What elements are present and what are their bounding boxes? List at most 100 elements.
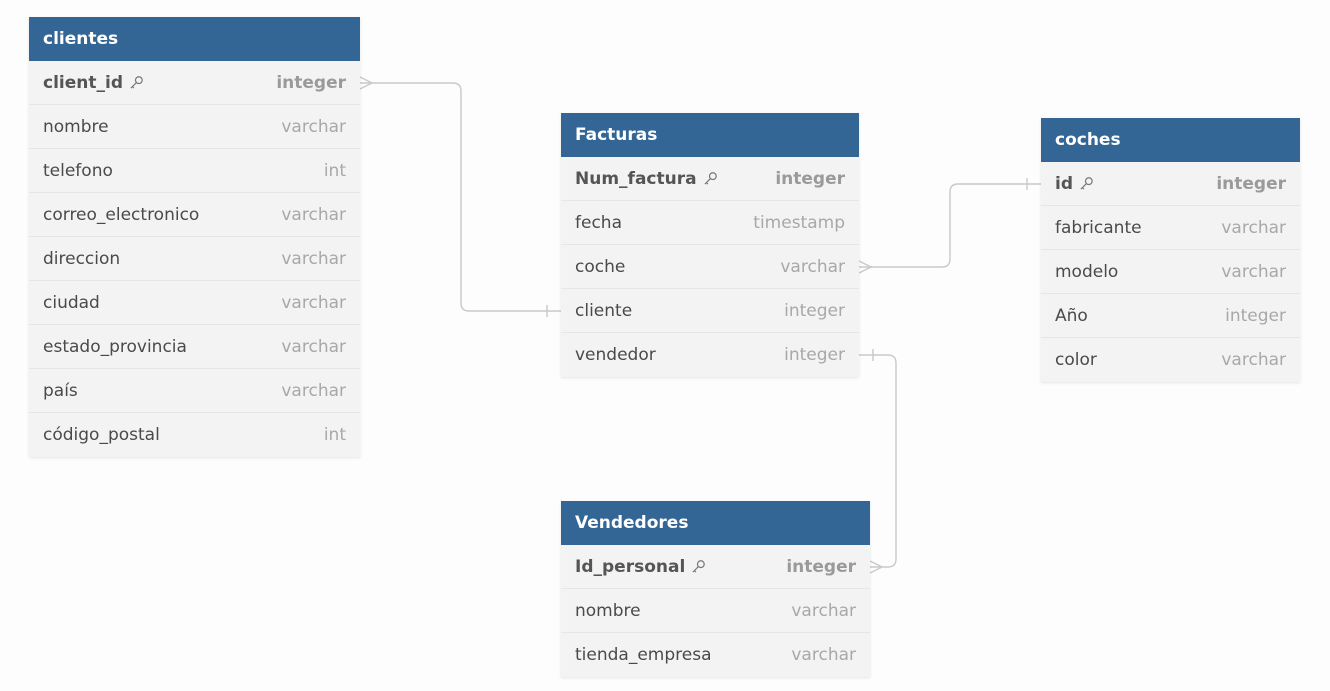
many-marker [869,560,884,574]
field-type: integer [784,345,845,365]
field-type: varchar [281,380,346,401]
field-type: varchar [281,248,346,269]
many-marker [359,76,374,90]
field-left: Num_factura [575,169,718,189]
many-marker [858,260,873,274]
field-row[interactable]: color varchar [1041,338,1300,382]
field-left: coche [575,257,625,277]
field-row[interactable]: client_id integer [29,61,360,105]
field-type: varchar [1221,350,1286,370]
field-left: fabricante [1055,218,1142,238]
field-name: código_postal [43,425,160,445]
field-type: integer [276,72,346,93]
field-name: modelo [1055,261,1119,282]
field-name: cliente [575,300,633,321]
field-name: vendedor [575,345,656,365]
field-row[interactable]: nombre varchar [29,105,360,149]
table-clientes[interactable]: clientes client_id integer nombre varchar tel… [29,17,360,457]
field-row[interactable]: correo_electronico varchar [29,193,360,237]
table-header-clientes[interactable]: clientes [29,17,360,61]
field-name: client_id [43,72,123,93]
relationship-line [360,82,561,312]
field-row[interactable]: cliente integer [561,289,859,333]
field-type: timestamp [753,212,845,233]
field-row[interactable]: telefono int [29,149,360,193]
field-left: código_postal [43,425,160,445]
field-name: Num_factura [575,168,697,189]
field-name: fecha [575,212,622,233]
field-left: nombre [43,117,109,137]
field-row[interactable]: país varchar [29,369,360,413]
field-left: tienda_empresa [575,645,712,665]
field-type: int [323,425,346,445]
field-row[interactable]: nombre varchar [561,589,870,633]
key-icon [130,76,143,89]
field-type: varchar [791,645,856,665]
field-row[interactable]: estado_provincia varchar [29,325,360,369]
field-left: ciudad [43,293,100,313]
field-name: Año [1055,305,1088,326]
field-name: id [1055,173,1073,194]
field-type: varchar [791,600,856,621]
field-left: direccion [43,249,120,269]
field-left: país [43,381,78,401]
field-left: Id_personal [575,557,706,577]
field-left: cliente [575,301,632,321]
field-type: integer [786,556,856,577]
field-type: varchar [281,292,346,313]
field-row[interactable]: id integer [1041,162,1300,206]
field-name: color [1055,350,1097,370]
field-left: correo_electronico [43,205,199,225]
field-name: correo_electronico [43,204,200,225]
field-name: direccion [43,248,121,269]
field-left: client_id [43,73,144,93]
field-type: int [323,160,346,181]
field-left: estado_provincia [43,337,187,357]
field-type: varchar [281,336,346,357]
field-name: coche [575,256,626,277]
field-type: varchar [281,116,346,137]
field-type: integer [775,168,845,189]
field-type: integer [784,300,845,321]
table-header-facturas[interactable]: Facturas [561,113,859,157]
field-name: estado_provincia [43,336,187,357]
field-name: fabricante [1055,217,1142,238]
field-name: país [43,380,78,401]
field-left: id [1055,174,1094,194]
field-row[interactable]: Id_personal integer [561,545,870,589]
field-type: integer [1225,305,1286,326]
field-type: integer [1216,173,1286,194]
field-row[interactable]: coche varchar [561,245,859,289]
key-icon [692,560,706,573]
field-left: vendedor [575,345,656,365]
field-row[interactable]: código_postal int [29,413,360,457]
field-row[interactable]: vendedor integer [561,333,859,377]
field-row[interactable]: tienda_empresa varchar [561,633,870,677]
field-name: ciudad [43,292,100,313]
field-row[interactable]: Num_factura integer [561,157,859,201]
field-name: telefono [43,160,113,181]
relationship-line [859,183,1041,268]
field-row[interactable]: direccion varchar [29,237,360,281]
field-type: varchar [281,204,346,225]
field-name: tienda_empresa [575,645,712,665]
field-left: color [1055,350,1097,370]
key-icon [704,172,717,185]
field-name: nombre [575,600,641,621]
field-type: varchar [780,256,845,277]
field-name: nombre [43,116,109,137]
field-left: modelo [1055,262,1118,282]
field-left: Año [1055,306,1088,326]
field-row[interactable]: fecha timestamp [561,201,859,245]
table-header-vendedores[interactable]: Vendedores [561,501,870,545]
table-header-coches[interactable]: coches [1041,118,1300,162]
field-row[interactable]: Año integer [1041,294,1300,338]
field-row[interactable]: ciudad varchar [29,281,360,325]
field-left: fecha [575,213,622,233]
